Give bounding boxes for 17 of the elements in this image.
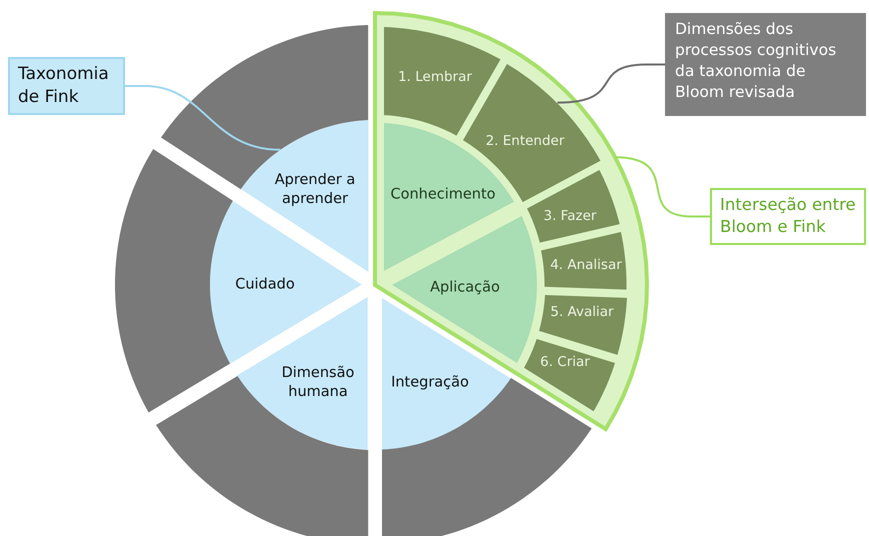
sector-label: 5. Avaliar [549,304,615,322]
sector-label: 6. Criar [539,354,591,372]
sector-label: 4. Analisar [549,257,623,275]
sector-label: Dimensão humana [280,364,356,402]
sector-label: Integração [390,374,470,392]
leader-line [615,156,710,218]
leader-line [125,85,280,151]
callout-box: Taxonomia de Fink [8,57,125,115]
sector-label: Aplicação [429,278,501,298]
sector-label: Cuidado [234,276,296,294]
callout-box: Dimensões dos processos cognitivos da taxonomia de Bloom revisada [665,13,866,116]
sector-label: 3. Fazer [542,208,598,226]
sector-label: Conhecimento [389,186,497,204]
sector-label: 1. Lembrar [397,69,473,87]
callout-box: Interseção entre Bloom e Fink [710,188,866,245]
sector-label: 2. Entender [484,133,566,151]
sector-label: Aprender a aprender [274,171,356,209]
